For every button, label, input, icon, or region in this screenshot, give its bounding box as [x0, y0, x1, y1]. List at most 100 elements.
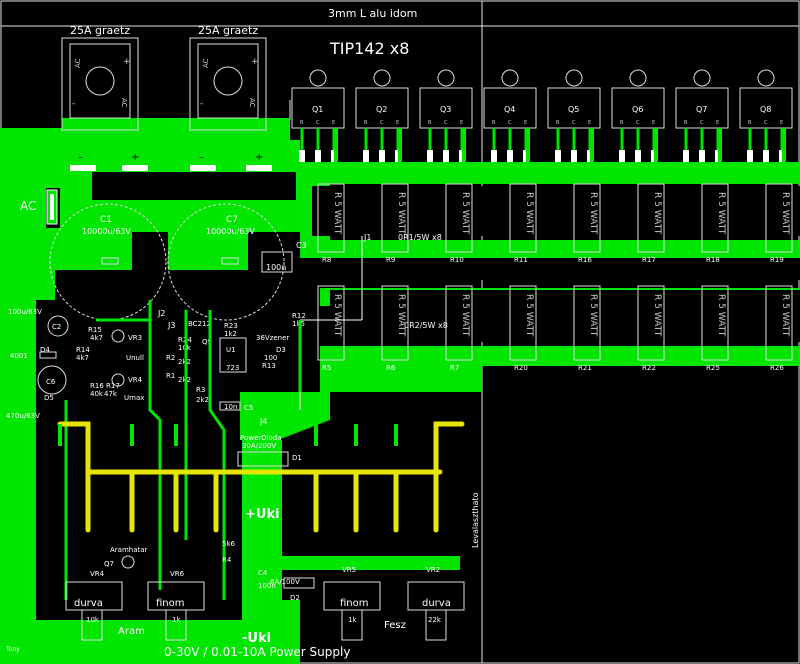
- aram-label: Aram: [118, 626, 145, 637]
- resistor-body-label: R 5 WATT: [652, 294, 662, 337]
- control-circuit: R14 4k7 R15 4k7 VR3 Unull VR4 Umax R16 4…: [76, 312, 306, 412]
- bridge-2: 25A graetz AC + - AC: [189, 24, 267, 131]
- pad-plus-2: +: [255, 152, 263, 163]
- finom-right: finom: [340, 598, 369, 609]
- transistor-label: Q3: [440, 105, 451, 114]
- r1-value: 2k2: [178, 376, 191, 384]
- bridge-1-minus: -: [72, 99, 75, 109]
- d4-name: D4: [40, 346, 50, 354]
- transistor-pin-label: B: [620, 120, 624, 126]
- resistor-ref: R7: [450, 364, 459, 372]
- r23-value: 1k2: [224, 330, 237, 338]
- transistor-pin-label: C: [444, 120, 448, 126]
- resistor-ref: R18: [706, 256, 720, 264]
- transistor-pin-label: C: [316, 120, 320, 126]
- diode-value: 4001: [10, 352, 28, 360]
- resistor-ref: R26: [770, 364, 784, 372]
- transistor-label: Q5: [568, 105, 579, 114]
- c6-name: C6: [46, 378, 56, 386]
- d2-label: D2: [290, 594, 300, 602]
- r2-label: R2: [166, 354, 175, 362]
- rail-label: 6,3mm csuszosaru: [125, 186, 228, 199]
- resistor-body-label: R 5 WATT: [524, 192, 534, 235]
- transistor-pin-label: C: [636, 120, 640, 126]
- transistor-label: Q4: [504, 105, 515, 114]
- r14-value: 4k7: [76, 354, 89, 362]
- resistor-body-label: R 5 WATT: [524, 294, 534, 337]
- transistor-label: Q7: [696, 105, 707, 114]
- r12-label: R12: [292, 312, 306, 320]
- durva-left: durva: [74, 598, 103, 609]
- heatsink-bars: [57, 421, 465, 533]
- resistor-ref: R8: [322, 256, 331, 264]
- transistor-pin-label: C: [700, 120, 704, 126]
- r14-label: R14: [76, 346, 90, 354]
- power-diode-value: 30A/200V: [242, 442, 276, 450]
- pot-10k: 10k: [86, 616, 100, 624]
- bridge-1-plus: +: [123, 57, 131, 67]
- transistor-pin-label: C: [572, 120, 576, 126]
- transistor-label: Q6: [632, 105, 643, 114]
- resistor-body-label: R 5 WATT: [588, 192, 598, 235]
- transistor-pin-label: E: [332, 120, 335, 126]
- power-diode: PowerDioda 30A/200V D1: [237, 434, 302, 467]
- vr4-label: VR4: [128, 376, 143, 384]
- c3-name: C3: [296, 241, 307, 250]
- zener-label: 36Vzener: [256, 334, 289, 342]
- bridge-2-plus: +: [251, 57, 259, 67]
- d5-name: D5: [44, 394, 54, 402]
- resistor-body-label: R 5 WATT: [460, 192, 470, 235]
- resistor-ref: R9: [386, 256, 395, 264]
- r3-label: R3: [196, 386, 205, 394]
- transistor-label: Q8: [760, 105, 771, 114]
- transistor-pin-label: E: [396, 120, 399, 126]
- r2-value: 2k2: [178, 358, 191, 366]
- resistor-body-label: R 5 WATT: [396, 294, 406, 337]
- resistor-ref: R11: [514, 256, 528, 264]
- vr2-label: VR2: [426, 566, 440, 574]
- r4-label: R4: [222, 556, 232, 564]
- c2-name: C2: [52, 323, 61, 331]
- c5-value: 10n: [224, 403, 237, 411]
- q9-label: Q9: [202, 338, 212, 346]
- resistor-body-label: R 5 WATT: [396, 192, 406, 235]
- r4-value: 5k6: [222, 540, 236, 548]
- resistor-ref: R25: [706, 364, 720, 372]
- r15-label: R15: [88, 326, 102, 334]
- resistor-ref: R17: [642, 256, 656, 264]
- transistor-pin-label: C: [764, 120, 768, 126]
- c1-name: C1: [100, 215, 112, 225]
- author-label: Tony: [5, 646, 20, 653]
- j1-label: J1: [363, 233, 371, 242]
- bridge-rectifiers: 25A graetz AC + - AC 25A graetz AC + - A…: [61, 24, 267, 131]
- resistor-ref: R10: [450, 256, 464, 264]
- top-resistor-r9: R 5 WATT R9: [381, 183, 409, 264]
- r13-label: R13: [262, 362, 276, 370]
- u1-label: U1: [226, 346, 236, 354]
- durva-right: durva: [422, 598, 451, 609]
- transistor-pin-label: C: [508, 120, 512, 126]
- r15-value: 4k7: [90, 334, 103, 342]
- resistor-body-label: R 5 WATT: [588, 294, 598, 337]
- bridge-2-minus: -: [200, 99, 203, 109]
- bridge-1-label: 25A graetz: [70, 24, 130, 37]
- transistor-pin-label: E: [524, 120, 527, 126]
- r16l-value: 40k: [90, 390, 104, 398]
- power-diode-label: PowerDioda: [240, 434, 282, 442]
- bridge-2-ac-1: AC: [202, 58, 210, 68]
- transistor-pin-label: E: [780, 120, 783, 126]
- resistor-ref: R20: [514, 364, 528, 372]
- transistor-pin-label: B: [556, 120, 560, 126]
- main-capacitors: C1 10000u/63V C7 10000u/63V C3 100n: [49, 203, 307, 321]
